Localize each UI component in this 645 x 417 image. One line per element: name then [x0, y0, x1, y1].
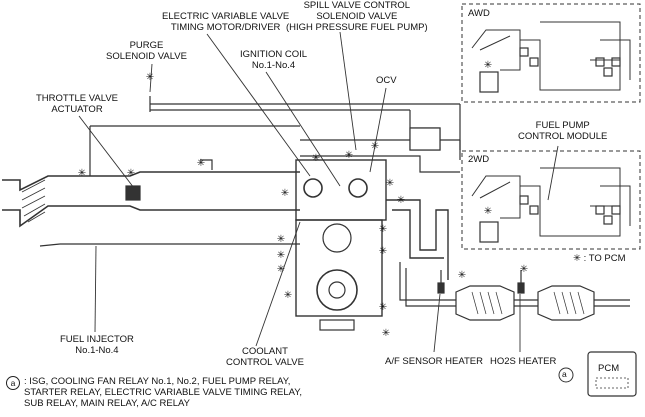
throttle-body	[125, 185, 141, 201]
pcm-star: ✳	[146, 72, 154, 83]
svg-text:✳: ✳	[277, 250, 285, 261]
ocv-label: OCV	[376, 75, 397, 86]
legend: a : ISG, COOLING FAN RELAY No.1, No.2, F…	[6, 376, 302, 409]
af-sensor	[437, 282, 445, 294]
awd-label: AWD	[468, 8, 490, 19]
fuel-pump-module	[409, 127, 441, 151]
svg-text:✳: ✳	[520, 264, 528, 275]
svg-text:✳: ✳	[386, 178, 394, 189]
svg-text:✳: ✳	[397, 195, 405, 206]
pcm-label: PCM	[598, 363, 620, 374]
exhaust-manifold	[386, 199, 449, 280]
pcm-box	[587, 351, 637, 397]
svg-text:✳: ✳	[127, 168, 135, 179]
crank-pulley	[316, 269, 358, 311]
ho2s-sensor	[517, 282, 525, 294]
engine-block	[295, 219, 383, 317]
cylinder-head	[295, 159, 387, 221]
ho2s-heater-label: HO2S HEATER	[490, 356, 557, 367]
intake-duct	[2, 171, 300, 228]
svg-text:✳: ✳	[379, 302, 387, 313]
svg-text:✳: ✳	[277, 264, 285, 275]
svg-text:✳: ✳	[345, 150, 353, 161]
svg-text:✳: ✳	[312, 153, 320, 164]
svg-text:✳: ✳	[379, 224, 387, 235]
to-pcm-label: ✳ : TO PCM	[573, 253, 626, 264]
legend-text: : ISG, COOLING FAN RELAY No.1, No.2, FUE…	[24, 376, 303, 409]
catalyst-1	[455, 285, 515, 321]
svg-text:✳: ✳	[379, 246, 387, 257]
svg-text:✳: ✳	[484, 60, 492, 71]
svg-text:✳: ✳	[382, 328, 390, 339]
cam-sprocket	[303, 178, 323, 198]
svg-text:✳: ✳	[277, 234, 285, 245]
af-sensor-heater-label: A/F SENSOR HEATER	[385, 356, 484, 367]
svg-text:✳: ✳	[78, 168, 86, 179]
legend-mark: a	[6, 376, 20, 390]
svg-text:✳: ✳	[458, 270, 466, 281]
twowd-label: 2WD	[468, 154, 490, 165]
twowd-box	[461, 150, 641, 250]
catalyst-2	[537, 285, 595, 321]
svg-text:✳: ✳	[284, 290, 292, 301]
svg-text:✳: ✳	[281, 188, 289, 199]
pcm-circle-a: a	[562, 369, 567, 379]
svg-text:✳: ✳	[371, 141, 379, 152]
svg-text:✳: ✳	[484, 206, 492, 217]
awd-box	[461, 3, 641, 103]
svg-text:✳: ✳	[197, 158, 205, 169]
